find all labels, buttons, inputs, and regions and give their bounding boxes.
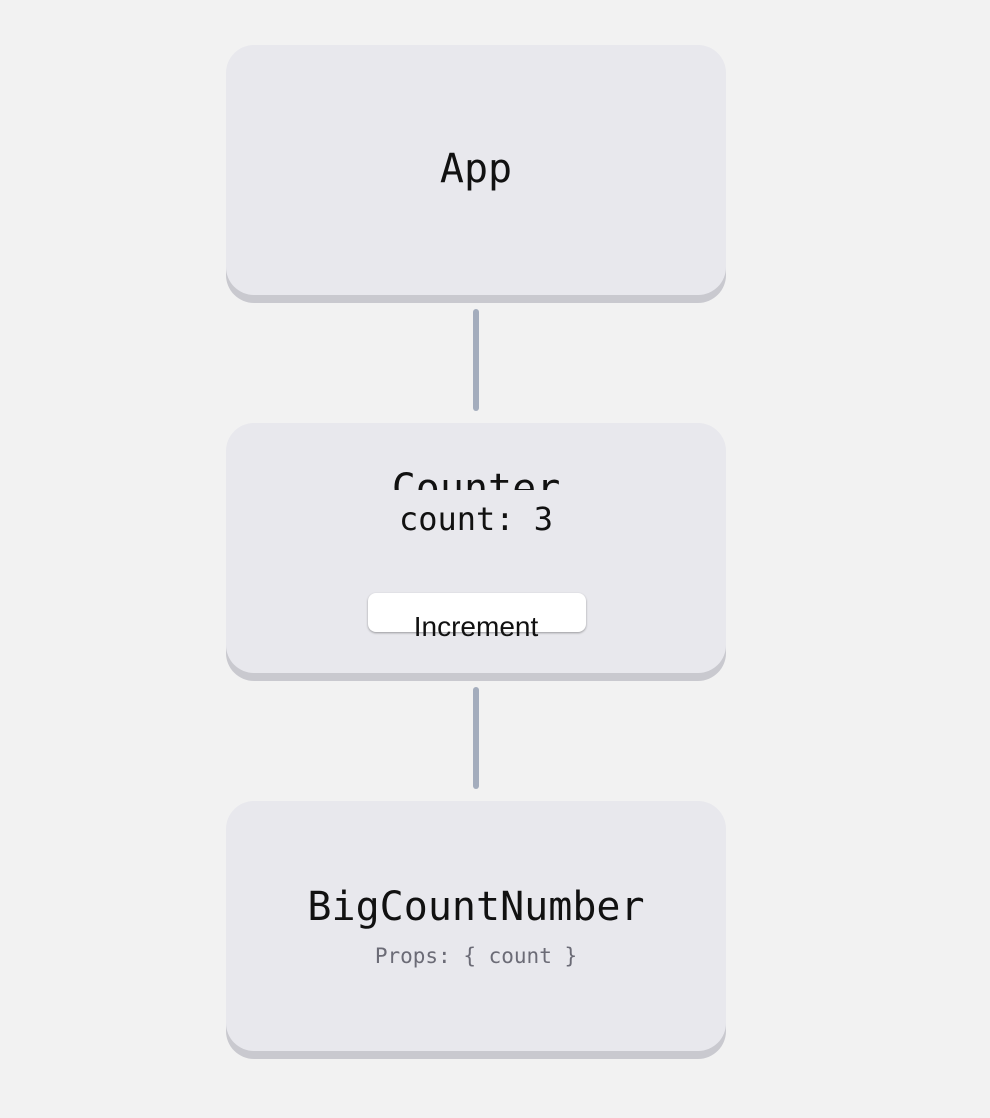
app-to-counter-connector bbox=[473, 309, 479, 411]
bigcountnumber-node-title: BigCountNumber bbox=[307, 884, 645, 930]
counter-state-text: count: 3 bbox=[398, 500, 554, 538]
counter-node: Counter count: 3 Increment bbox=[226, 423, 726, 673]
counter-node-title: Counter bbox=[226, 469, 726, 490]
app-node: App bbox=[226, 45, 726, 295]
app-node-title: App bbox=[439, 146, 513, 192]
increment-button[interactable] bbox=[368, 593, 586, 632]
counter-to-bigcountnumber-connector bbox=[473, 687, 479, 789]
bigcountnumber-props-text: Props: { count } bbox=[374, 944, 578, 968]
increment-button-label[interactable]: Increment bbox=[413, 611, 539, 642]
bigcountnumber-node: BigCountNumber Props: { count } bbox=[226, 801, 726, 1051]
